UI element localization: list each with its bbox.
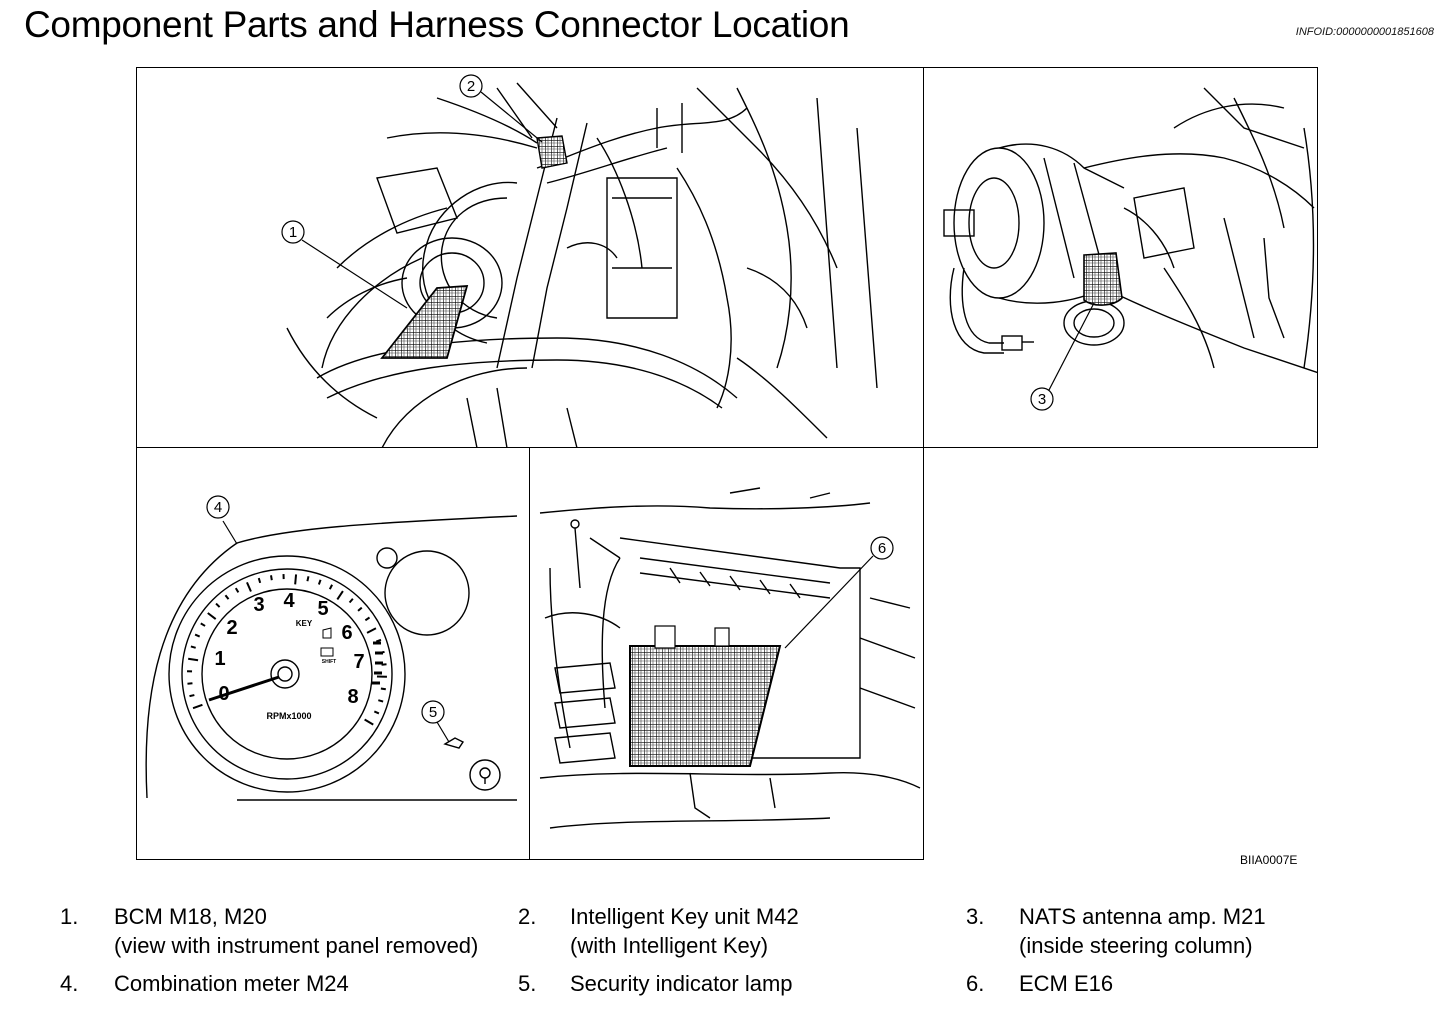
dial-tick (257, 577, 262, 584)
figure-panel-bcm: 2 1 (136, 67, 924, 448)
legend-number: 6. (966, 971, 985, 996)
gauge-number-2: 2 (226, 617, 237, 639)
dial-tick (379, 650, 385, 654)
gauge-number-1: 1 (214, 648, 225, 670)
gauge-number-5: 5 (317, 598, 328, 620)
dial-tick (336, 590, 344, 600)
dial-tick (194, 633, 201, 638)
legend-text: Intelligent Key unit M42 (570, 904, 799, 929)
dial-tick (294, 574, 298, 585)
callout-1: 1 (289, 224, 297, 241)
gauge-number-3: 3 (253, 594, 264, 616)
legend-number: 1. (60, 904, 79, 929)
legend-item-3: 3. NATS antenna amp. M21 (inside steerin… (966, 902, 1416, 962)
legend-number: 2. (518, 904, 537, 929)
legend-subtext: (view with instrument panel removed) (114, 933, 479, 958)
figure-code: BIIA0007E (1240, 853, 1298, 867)
legend-number: 4. (60, 971, 79, 996)
callout-5: 5 (429, 704, 437, 721)
dial-tick (190, 645, 196, 649)
figure-panel-ecm: 6 (529, 447, 924, 860)
callout-3: 3 (1038, 391, 1046, 408)
dial-tick (366, 627, 377, 634)
legend-number: 5. (518, 971, 537, 996)
dial-tick (215, 602, 221, 608)
figure-panel-meter: 0 1 2 3 4 5 6 7 8 KEY SHIFT RPMx1000 4 5 (136, 447, 530, 860)
gauge-number-4: 4 (283, 590, 295, 612)
gauge-unit-label: RPMx1000 (266, 711, 311, 721)
gauge-shift-label: SHIFT (322, 659, 336, 665)
info-id: INFOID:0000000001851608 (1295, 26, 1434, 38)
gauge-key-label: KEY (296, 619, 313, 628)
ecm-drawing: 6 (539, 487, 921, 829)
dial-tick (364, 718, 374, 726)
figure-panel-nats: 3 (923, 67, 1318, 448)
dial-tick (378, 699, 384, 703)
legend-text: ECM E16 (1019, 971, 1114, 996)
page-title: Component Parts and Harness Connector Lo… (24, 4, 850, 45)
meter-drawing: 0 1 2 3 4 5 6 7 8 KEY SHIFT RPMx1000 4 5 (145, 495, 518, 801)
bcm-drawing: 2 1 (281, 74, 878, 447)
gauge-number-0: 0 (218, 683, 229, 705)
callout-6: 6 (878, 540, 886, 557)
callout-2: 2 (467, 78, 475, 95)
dial-tick (234, 587, 240, 593)
legend-text: Combination meter M24 (114, 971, 349, 996)
legend-subtext: (with Intelligent Key) (570, 933, 769, 958)
dial-tick (207, 612, 217, 620)
legend-number: 3. (966, 904, 985, 929)
dial-tick (364, 616, 371, 622)
dial-tick (189, 694, 195, 698)
dial-tick (373, 710, 380, 715)
dial-tick (375, 638, 382, 643)
dial-tick (306, 576, 310, 582)
dial-tick (357, 606, 363, 612)
dial-tick (348, 598, 354, 604)
dial-tick (380, 687, 386, 691)
legend-item-5: 5. Security indicator lamp (518, 969, 948, 999)
dial-tick (328, 584, 333, 590)
legend-text: NATS antenna amp. M21 (1019, 904, 1266, 929)
gauge-number-8: 8 (347, 686, 358, 708)
dial-tick (270, 575, 273, 581)
dial-tick (188, 657, 199, 662)
legend-item-4: 4. Combination meter M24 (60, 969, 510, 999)
nats-drawing: 3 (943, 87, 1317, 411)
dial-tick (200, 622, 206, 627)
legend-subtext: (inside steering column) (1019, 933, 1253, 958)
dial-tick (192, 703, 203, 710)
gauge-number-7: 7 (353, 651, 364, 673)
dial-tick (224, 594, 230, 600)
legend-item-2: 2. Intelligent Key unit M42 (with Intell… (518, 902, 948, 962)
legend-text: BCM M18, M20 (114, 904, 267, 929)
gauge-number-6: 6 (341, 622, 352, 644)
legend-item-6: 6. ECM E16 (966, 969, 1416, 999)
dial-tick (246, 581, 252, 592)
legend-item-1: 1. BCM M18, M20 (view with instrument pa… (60, 902, 510, 962)
callout-4: 4 (214, 499, 222, 516)
legend-text: Security indicator lamp (570, 971, 793, 996)
dial-tick (317, 579, 322, 585)
